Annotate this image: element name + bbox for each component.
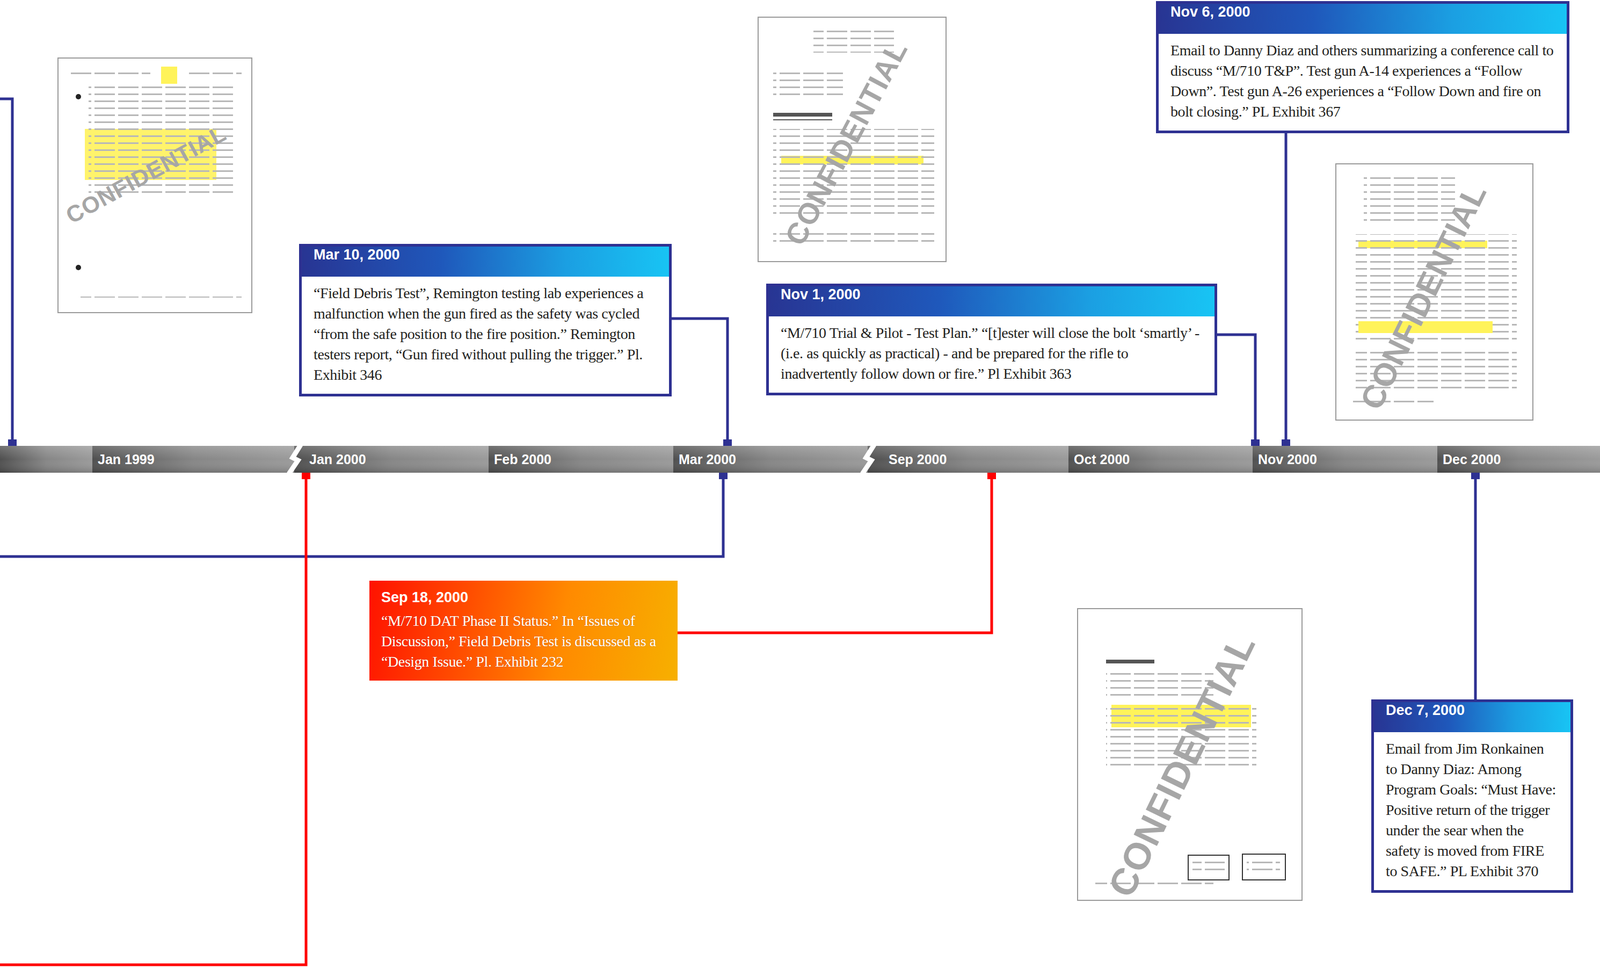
- event-date: Sep 18, 2000: [369, 580, 678, 607]
- leader-line: [0, 476, 307, 965]
- leader-line: [677, 472, 992, 633]
- timeline-month: Mar 2000: [678, 445, 737, 473]
- event-description: Email from Jim Ronkainen to Danny Diaz: …: [1373, 731, 1571, 890]
- timeline-month: Feb 2000: [493, 445, 552, 473]
- timeline-shading: [0, 445, 1600, 473]
- heading-line: [773, 112, 833, 117]
- exhibit-sticker: [1188, 854, 1229, 880]
- event-date: Nov 6, 2000: [1158, 3, 1567, 34]
- text-lines: [80, 296, 242, 303]
- watermark: CONFIDENTIAL: [1099, 627, 1264, 904]
- page-frame: [758, 17, 947, 262]
- text-lines: [69, 70, 151, 79]
- timeline-break: [862, 445, 875, 473]
- exhibit-sticker: [1242, 853, 1286, 880]
- bullet-dot: [75, 93, 82, 100]
- text-lines: [1246, 859, 1280, 874]
- leader-line: [1217, 334, 1256, 446]
- page-frame: [57, 57, 252, 313]
- document-thumbnail: [1335, 163, 1533, 420]
- timeline-month: Dec 2000: [1442, 445, 1501, 473]
- timeline-marker: [301, 471, 311, 479]
- leader-line: [671, 318, 728, 446]
- event-date: Dec 7, 2000: [1373, 701, 1571, 732]
- text-lines: [187, 70, 242, 79]
- leader-line: [0, 476, 724, 557]
- timeline-month: Jan 2000: [309, 445, 367, 473]
- leader-line: [0, 98, 13, 442]
- text-lines: [1192, 860, 1225, 874]
- text-lines: [773, 67, 843, 97]
- timeline-month: Jan 1999: [97, 445, 155, 473]
- event-description: “Field Debris Test”, Remington testing l…: [301, 276, 669, 394]
- event-box: Sep 18, 2000“M/710 DAT Phase II Status.”…: [369, 580, 678, 681]
- event-box: Nov 1, 2000“M/710 Trial & Pilot - Test P…: [766, 283, 1218, 396]
- event-box: Dec 7, 2000Email from Jim Ronkainen to D…: [1371, 699, 1574, 893]
- event-description: Email to Danny Diaz and others summarizi…: [1158, 33, 1567, 131]
- timeline-bar: Jan 1999 Jan 2000 Feb 2000 Mar 2000 Sep 2000…: [0, 445, 1600, 473]
- event-date: Nov 1, 2000: [768, 286, 1215, 317]
- page-frame: [1335, 163, 1533, 420]
- event-description: “M/710 Trial & Pilot - Test Plan.” “[t]e…: [768, 316, 1215, 393]
- event-box: Mar 10, 2000“Field Debris Test”, Remingt…: [299, 243, 672, 397]
- watermark: CONFIDENTIAL: [61, 120, 231, 229]
- document-thumbnail: [758, 17, 947, 262]
- event-description: “M/710 DAT Phase II Status.” In “Issues …: [369, 606, 678, 681]
- highlight: [161, 66, 178, 84]
- event-date: Mar 10, 2000: [301, 246, 669, 277]
- timeline-marker: [8, 439, 17, 447]
- timeline-month: Oct 2000: [1073, 445, 1130, 473]
- document-thumbnail: [57, 57, 252, 313]
- heading-line: [1106, 659, 1155, 664]
- timeline-break: [288, 445, 301, 473]
- timeline-month: Sep 2000: [888, 445, 947, 473]
- leader-line: [1474, 472, 1478, 700]
- watermark: CONFIDENTIAL: [1352, 177, 1494, 416]
- leader-line: [1284, 133, 1288, 446]
- event-box: Nov 6, 2000Email to Danny Diaz and other…: [1155, 1, 1570, 134]
- timeline-bar-shape: [0, 445, 1600, 473]
- heading-line: [773, 119, 833, 121]
- bullet-dot: [75, 264, 82, 271]
- timeline-marker: [718, 471, 728, 479]
- watermark: CONFIDENTIAL: [777, 34, 915, 251]
- timeline-month: Nov 2000: [1257, 445, 1318, 473]
